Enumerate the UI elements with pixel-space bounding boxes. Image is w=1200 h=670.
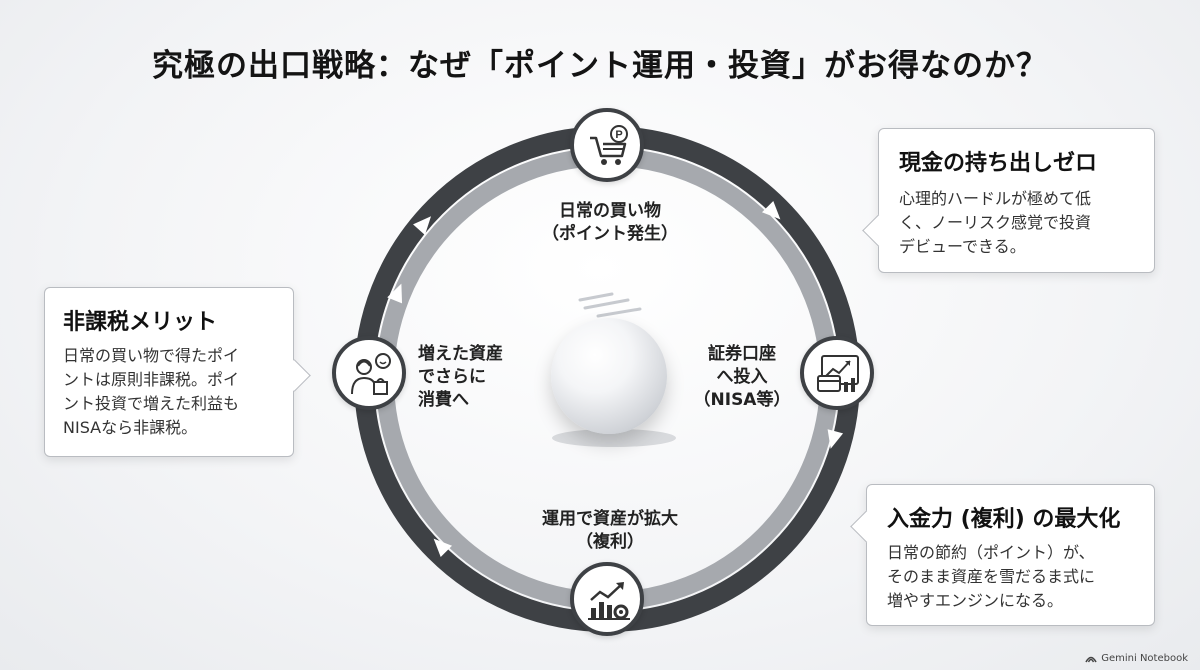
node-shopping: P bbox=[570, 108, 644, 182]
cycle-arrow-top-right bbox=[761, 200, 781, 220]
cycle-arrow-bottom-left bbox=[433, 538, 453, 558]
shopping-cart-point-icon: P bbox=[590, 125, 628, 165]
brand-watermark: Gemini Notebook bbox=[1085, 653, 1188, 664]
page-title: 究極の出口戦略：なぜ「ポイント運用・投資」がお得なのか？ bbox=[152, 48, 1048, 84]
cycle-arrow-right bbox=[827, 429, 844, 449]
callout-no-cash: 現金の持ち出しゼロ 心理的ハードルが極めて低 く、ノーリスク感覚で投資 デビュー… bbox=[862, 128, 1155, 273]
cycle-arrows bbox=[387, 200, 844, 558]
node-growth bbox=[570, 562, 644, 636]
snowball-motion-lines bbox=[578, 292, 642, 318]
step-left-label: 増えた資産 でさらに 消費へ bbox=[418, 344, 503, 410]
callout-compound: 入金力 (複利) の最大化 日常の節約（ポイント）が、 そのまま資産を雪だるま式… bbox=[850, 484, 1155, 626]
step-top-label: 日常の買い物 （ポイント発生） bbox=[542, 201, 678, 244]
svg-text:P: P bbox=[615, 129, 622, 141]
callout-body: 日常の買い物で得たポイ ントは原則非課税。ポイ ント投資で増えた利益も NISA… bbox=[63, 346, 240, 437]
brand-label: Gemini Notebook bbox=[1101, 653, 1188, 664]
cycle-arrow-top-left bbox=[413, 216, 432, 236]
callout-title: 現金の持ち出しゼロ bbox=[899, 151, 1098, 176]
step-right-label: 証券口座 へ投入 （NISA等） bbox=[693, 344, 791, 410]
callout-title: 入金力 (複利) の最大化 bbox=[887, 507, 1121, 532]
node-consume bbox=[332, 336, 406, 410]
callout-body: 日常の節約（ポイント）が、 そのまま資産を雪だるま式に 増やすエンジンになる。 bbox=[887, 543, 1096, 610]
happy-shopper-icon bbox=[351, 353, 391, 395]
node-securities bbox=[800, 336, 874, 410]
cycle-arrow-left bbox=[387, 283, 403, 304]
card-chart-icon bbox=[817, 355, 859, 392]
notebook-logo-icon bbox=[1085, 656, 1097, 662]
snowball-icon bbox=[551, 318, 667, 434]
step-bottom-label: 運用で資産が拡大 （複利） bbox=[542, 509, 678, 552]
growth-chart-gear-icon bbox=[588, 582, 630, 620]
callout-body: 心理的ハードルが極めて低 く、ノーリスク感覚で投資 デビューできる。 bbox=[899, 189, 1092, 256]
callout-tax-free: 非課税メリット 日常の買い物で得たポイ ントは原則非課税。ポイ ント投資で増えた… bbox=[44, 287, 311, 457]
callout-title: 非課税メリット bbox=[63, 310, 218, 335]
